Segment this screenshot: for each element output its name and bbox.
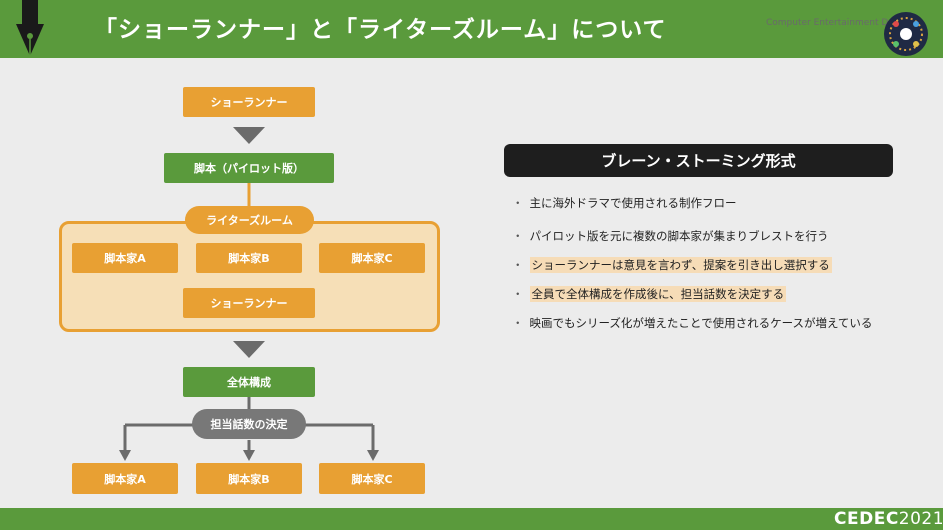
- flow-showrunner-inner: ショーランナー: [183, 288, 315, 318]
- flow-overall-structure: 全体構成: [183, 367, 315, 397]
- flow-pilot-script: 脚本（パイロット版）: [164, 153, 334, 183]
- flow-writer-c: 脚本家C: [319, 243, 425, 273]
- flow-bottom-writer-b: 脚本家B: [196, 463, 302, 494]
- flow-showrunner-top: ショーランナー: [183, 87, 315, 117]
- panel-bullet-4: ・全員で全体構成を作成後に、担当話数を決定する: [512, 286, 787, 302]
- panel-bullet-3: ・ショーランナーは意見を言わず、提案を引き出し選択する: [512, 257, 832, 273]
- panel-bullet-2: ・パイロット版を元に複数の脚本家が集まりブレストを行う: [512, 229, 829, 243]
- panel-bullet-5: ・映画でもシリーズ化が増えたことで使用されるケースが増えている: [512, 316, 873, 330]
- flow-writer-a: 脚本家A: [72, 243, 178, 273]
- flow-arrow-2: [233, 341, 265, 358]
- page-title: 「ショーランナー」と「ライターズルーム」について: [94, 17, 667, 43]
- flow-writer-b: 脚本家B: [196, 243, 302, 273]
- flow-bottom-writer-c: 脚本家C: [319, 463, 425, 494]
- panel-bullet-1: ・主に海外ドラマで使用される制作フロー: [512, 196, 737, 210]
- cedec-logo: CEDEC2021: [834, 509, 943, 529]
- flow-writers-room: ライターズルーム: [185, 206, 314, 234]
- flow-bottom-writer-a: 脚本家A: [72, 463, 178, 494]
- flow-episode-assignment: 担当話数の決定: [192, 409, 306, 439]
- footer-bar: [0, 508, 943, 530]
- header-subtitle: Computer Entertainment D: [766, 18, 889, 28]
- organization-logo-icon: [884, 12, 928, 56]
- header-bar: [0, 0, 943, 58]
- panel-title: ブレーン・ストーミング形式: [504, 144, 893, 177]
- flow-arrow-1: [233, 127, 265, 144]
- pen-nib-icon: [16, 0, 44, 56]
